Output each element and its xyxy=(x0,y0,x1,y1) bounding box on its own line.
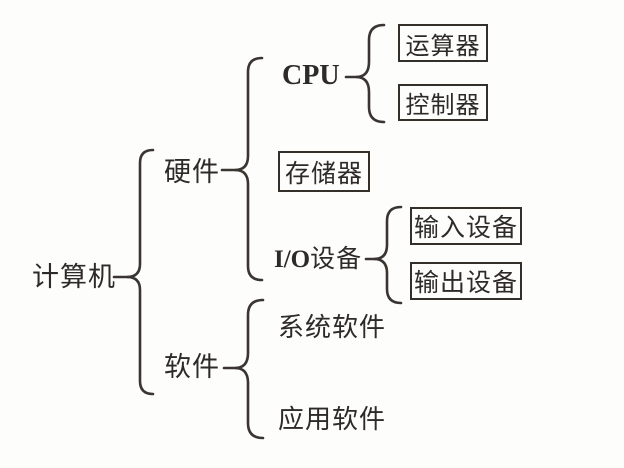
node-memory: 存储器 xyxy=(278,151,370,192)
node-input-device: 输入设备 xyxy=(410,207,522,245)
node-output-device-label: 输出设备 xyxy=(413,270,518,297)
node-memory-label: 存储器 xyxy=(284,160,363,188)
node-alu-label: 运算器 xyxy=(405,33,481,60)
node-cpu: CPU xyxy=(282,60,340,91)
node-io-devices: I/O设备 xyxy=(274,247,362,272)
node-computer: 计算机 xyxy=(32,262,116,292)
node-output-device: 输出设备 xyxy=(410,262,522,300)
node-controller-label: 控制器 xyxy=(405,93,481,119)
brace-computer xyxy=(126,148,155,396)
node-application-software: 应用软件 xyxy=(278,405,387,434)
node-software: 软件 xyxy=(164,352,220,382)
brace-io xyxy=(373,205,403,305)
node-io-latin-label: I/O xyxy=(274,246,311,273)
node-system-software: 系统软件 xyxy=(278,313,387,342)
brace-hardware xyxy=(234,56,264,282)
node-hardware: 硬件 xyxy=(164,157,220,187)
brace-software xyxy=(234,298,265,440)
brace-cpu xyxy=(355,23,386,124)
node-controller: 控制器 xyxy=(398,84,488,121)
node-io-cjk-label: 设备 xyxy=(310,246,363,273)
node-input-device-label: 输入设备 xyxy=(413,215,518,242)
node-alu: 运算器 xyxy=(398,24,488,62)
